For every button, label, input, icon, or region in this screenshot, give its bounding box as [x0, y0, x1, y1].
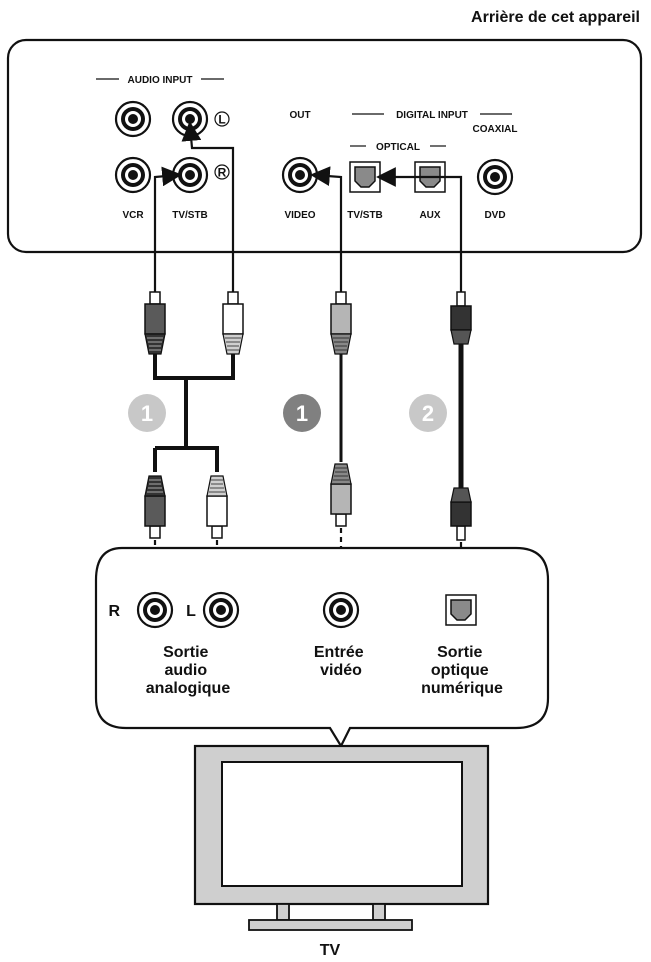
- optical-plug-top: [450, 291, 472, 345]
- tv-audio-l-jack: [202, 591, 240, 629]
- audio-cable: [153, 354, 235, 472]
- r-mark: [214, 164, 230, 180]
- audio-r-plug-bottom: [144, 475, 166, 539]
- optical-plug-bottom: [450, 487, 472, 541]
- video-wire-top: [310, 166, 343, 292]
- tv-leg-right: [372, 903, 386, 921]
- video-out-jack: [281, 156, 319, 194]
- optical-out-line-3: numérique: [421, 680, 503, 697]
- video-plug-top: [330, 291, 352, 355]
- tvstb-audio-label: TV/STB: [172, 210, 208, 221]
- tv-label: TV: [320, 942, 341, 959]
- aux-label: AUX: [419, 210, 440, 221]
- audio-r-plug-top: [144, 291, 166, 355]
- rear-panel: [6, 38, 643, 254]
- vcr-r-jack: [114, 156, 152, 194]
- vcr-label: VCR: [122, 210, 144, 221]
- optical-out-caption: Sortie optique numérique: [421, 644, 503, 697]
- page-title: Arrière de cet appareil: [471, 9, 640, 26]
- video-in-line-2: vidéo: [320, 662, 362, 679]
- tv-leg-left: [276, 903, 290, 921]
- video-plug-bottom: [330, 463, 352, 527]
- r-mark-label: R: [218, 166, 227, 180]
- step-badge-audio-number: 1: [141, 401, 153, 426]
- optical-tvstb-jack: [349, 161, 381, 193]
- step-badge-optical-number: 2: [422, 401, 434, 426]
- dvd-label: DVD: [484, 210, 505, 221]
- optical-out-line-2: optique: [431, 662, 489, 679]
- audio-out-line-1: Sortie: [163, 644, 208, 661]
- video-in-caption: Entrée vidéo: [314, 644, 368, 679]
- audio-r-wire-top: [153, 166, 182, 292]
- audio-out-line-2: audio: [164, 662, 207, 679]
- tv-l-label: L: [186, 603, 196, 620]
- step-badge-video: [283, 394, 321, 432]
- out-label: OUT: [289, 110, 310, 121]
- tvstb-optical-label: TV/STB: [347, 210, 383, 221]
- digital-input-label: DIGITAL INPUT: [396, 110, 468, 121]
- audio-input-label: AUDIO INPUT: [128, 75, 193, 86]
- tvstb-r-jack: [171, 156, 209, 194]
- step-badge-video-number: 1: [296, 401, 308, 426]
- tv-screen: [221, 761, 463, 887]
- tv-video-in-jack: [322, 591, 360, 629]
- l-mark: [214, 111, 230, 127]
- audio-l-plug-bottom: [206, 475, 228, 539]
- tv-stand: [248, 919, 413, 931]
- tv-r-label: R: [108, 603, 120, 620]
- tv-audio-r-jack: [136, 591, 174, 629]
- video-in-line-1: Entrée: [314, 644, 364, 661]
- l-mark-label: L: [218, 113, 225, 127]
- audio-out-line-3: analogique: [146, 680, 231, 697]
- coaxial-dvd-jack: [476, 158, 514, 196]
- audio-out-caption: Sortie audio analogique: [146, 644, 231, 697]
- vcr-l-jack: [114, 100, 152, 138]
- step-badge-audio: [128, 394, 166, 432]
- step-badge-optical: [409, 394, 447, 432]
- optical-out-line-1: Sortie: [437, 644, 482, 661]
- audio-l-plug-top: [222, 291, 244, 355]
- video-label: VIDEO: [284, 210, 315, 221]
- tv-optical-out-jack: [445, 594, 477, 626]
- coaxial-label: COAXIAL: [473, 124, 518, 135]
- audio-l-wire-top: [181, 121, 235, 292]
- optical-wire-top: [376, 167, 463, 292]
- optical-label: OPTICAL: [376, 142, 420, 153]
